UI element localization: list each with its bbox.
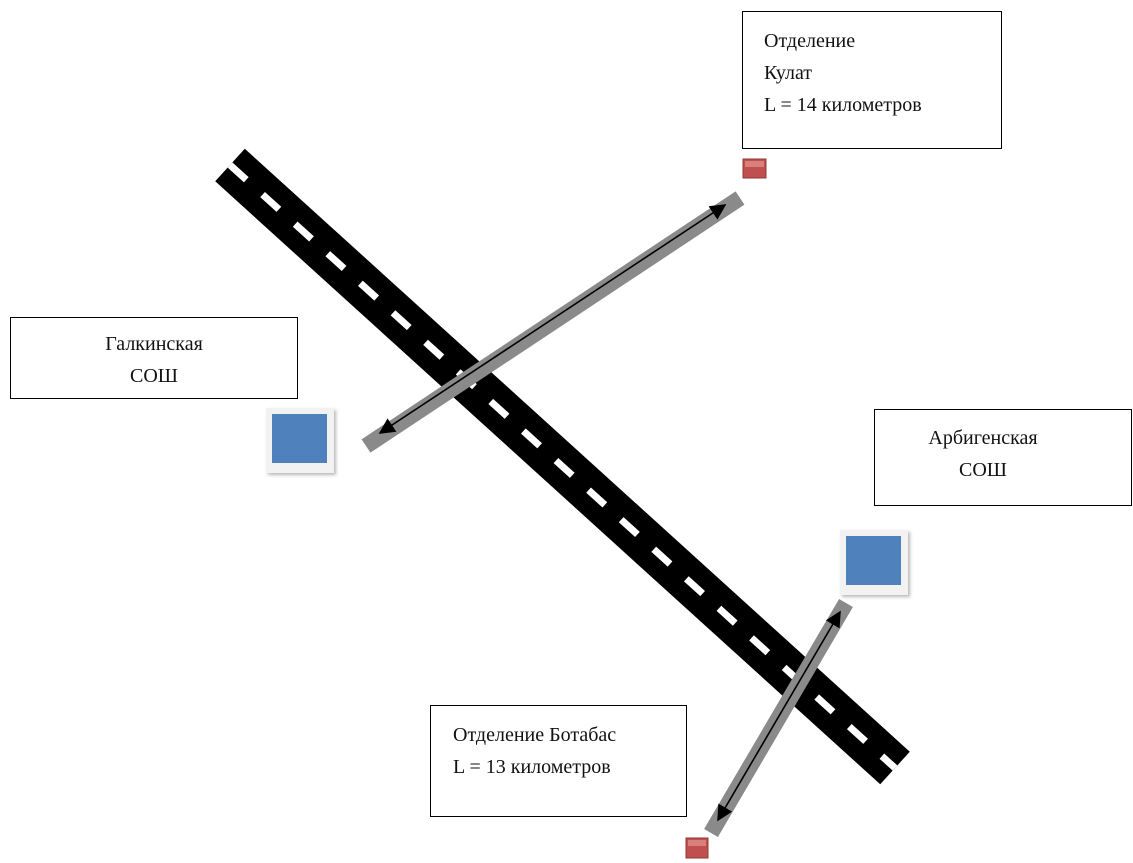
label-arbigenskaya: Арбигенская СОШ (874, 409, 1132, 506)
label-galkinskaya-line2: СОШ (130, 365, 178, 387)
branch-square-icon (685, 837, 709, 859)
label-kulat-distance: L = 14 километров (764, 94, 922, 116)
label-botabas-distance: L = 13 километров (453, 756, 611, 778)
label-botabas-line1: Отделение Ботабас (453, 724, 617, 746)
label-kulat-line1: Отделение (764, 30, 856, 52)
label-kulat-line2: Кулат (764, 62, 813, 84)
label-kulat: Отделение Кулат L = 14 километров (742, 11, 1002, 149)
route-botabas (704, 598, 853, 838)
branch-square-icon (742, 158, 767, 179)
route-kulat-arrow (378, 204, 727, 434)
label-galkinskaya-line1: Галкинская (105, 333, 203, 355)
school-square-icon (840, 530, 908, 595)
label-arbigenskaya-line2: СОШ (959, 459, 1007, 481)
route-kulat (361, 191, 745, 453)
label-galkinskaya: Галкинская СОШ (10, 317, 298, 399)
label-botabas: Отделение Ботабас L = 13 километров (430, 705, 687, 817)
route-botabas-arrow (717, 610, 841, 822)
school-square-icon (266, 408, 334, 473)
label-arbigenskaya-line1: Арбигенская (928, 427, 1038, 449)
